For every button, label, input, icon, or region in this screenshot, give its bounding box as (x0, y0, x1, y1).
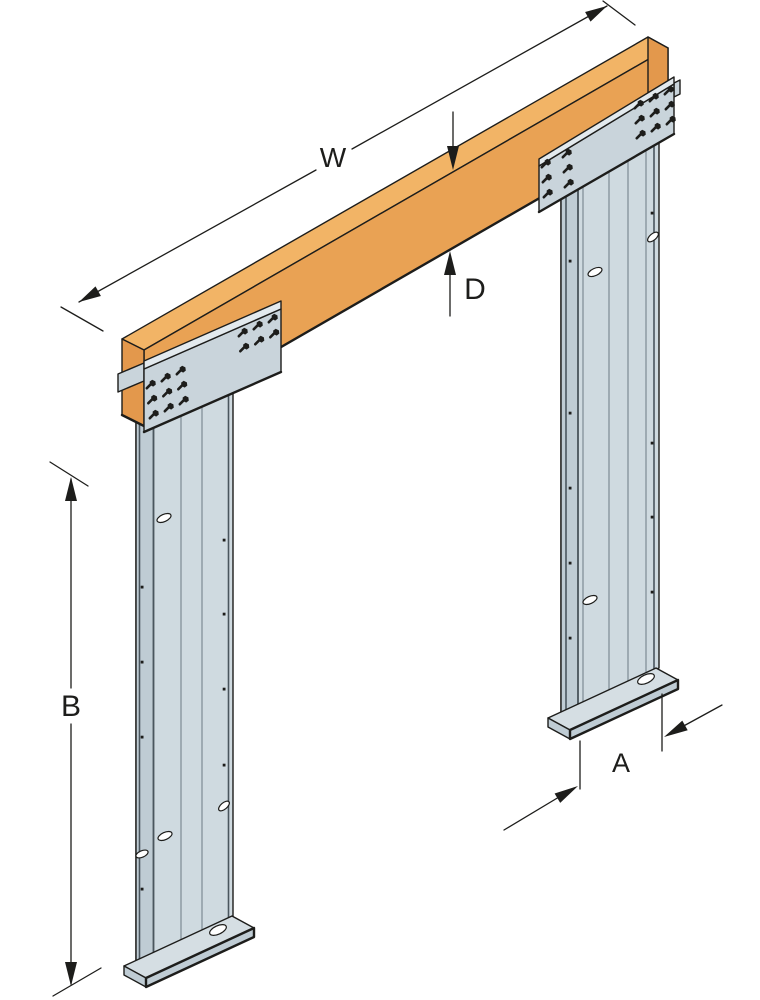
steel-stud-right (560, 99, 660, 715)
plate-tab-right (673, 79, 681, 98)
anchor-slot-left (209, 924, 227, 936)
arrowhead (65, 477, 77, 501)
connection-plate-right (537, 76, 681, 214)
dim-tick (49, 461, 89, 487)
dimension-a-label: A (612, 748, 630, 778)
arrowhead (65, 962, 77, 986)
plate-lip (143, 300, 282, 370)
dim-tick (602, 0, 636, 26)
dimension-w-label: W (320, 142, 347, 173)
anchor-slot-right (637, 673, 655, 685)
arrowhead (585, 6, 607, 22)
dimension-b-label: B (61, 690, 81, 723)
dim-tick (52, 967, 102, 997)
arrowhead (447, 146, 459, 170)
arrowhead (444, 251, 456, 275)
base-plate-left (123, 915, 256, 989)
base-plate-right (547, 667, 680, 741)
dimension-d-label: D (464, 273, 486, 306)
dimension-a: A (503, 693, 723, 831)
stud-holes-left (135, 512, 230, 891)
arrowhead (79, 286, 101, 302)
steel-stud-left (135, 329, 234, 964)
dimension-w: W (60, 0, 636, 332)
arrowhead (554, 786, 578, 803)
dimension-b: B (49, 461, 102, 997)
dimension-d: D (444, 111, 486, 317)
plate-lip (538, 76, 675, 167)
arrowhead (664, 720, 688, 737)
connection-plate-left (117, 300, 283, 434)
dim-tick (60, 306, 104, 332)
stud-holes-right (568, 211, 659, 640)
